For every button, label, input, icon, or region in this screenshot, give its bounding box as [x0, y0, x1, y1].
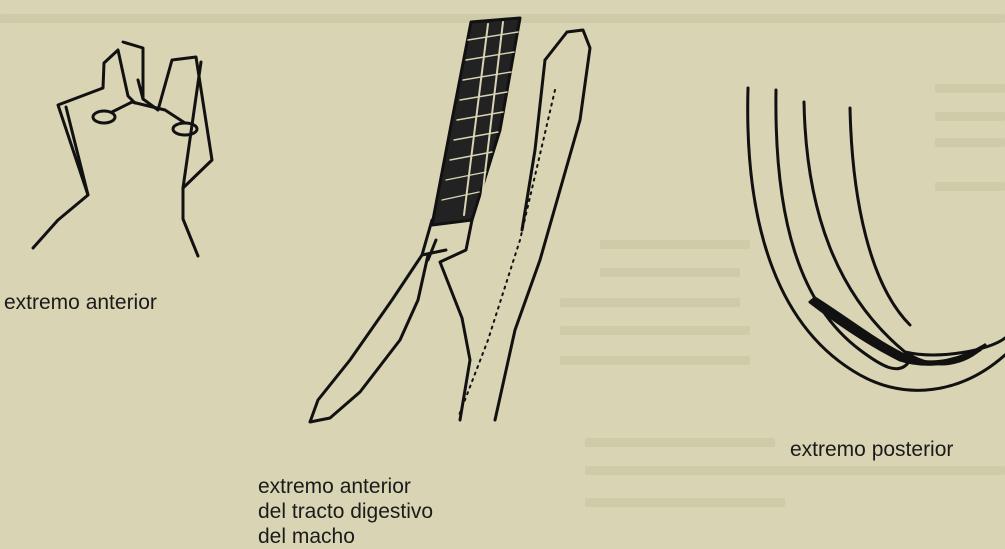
caption-line: del macho — [258, 524, 433, 549]
caption-posterior-end: extremo posterior — [790, 437, 953, 462]
tail-tip — [905, 338, 1005, 355]
head-left-outline — [33, 50, 135, 248]
head-inner-lobe — [112, 102, 185, 123]
body-wall-outer — [310, 220, 432, 422]
posterior-end-drawing — [748, 88, 1005, 390]
body-wall-inner-left — [428, 240, 436, 260]
head-left-lip — [66, 107, 88, 195]
tail-inner-curve-3 — [850, 108, 910, 325]
caption-anterior-end: extremo anterior — [4, 290, 157, 315]
caption-digestive-tract: extremo anterior del tracto digestivo de… — [258, 474, 433, 549]
caption-line: del tracto digestivo — [258, 499, 433, 524]
digestive-tract-drawing — [310, 18, 590, 422]
papilla-right — [173, 123, 197, 135]
tail-inner-curve-2 — [804, 102, 985, 364]
anterior-end-drawing — [33, 42, 212, 256]
caption-line: extremo anterior — [258, 474, 433, 499]
tract-inner-line — [422, 250, 446, 255]
